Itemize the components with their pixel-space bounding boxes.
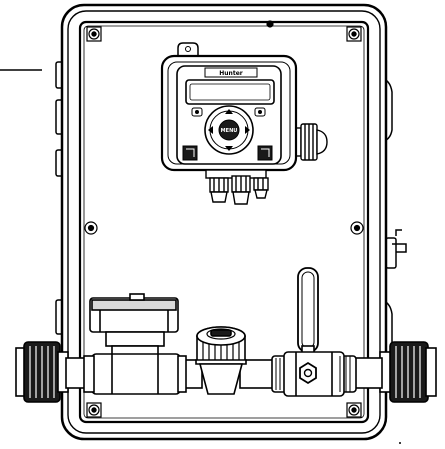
corner-screws bbox=[86, 26, 362, 418]
solenoid-valve bbox=[83, 293, 187, 395]
right-union-coupling bbox=[379, 341, 437, 403]
enclosure-rim bbox=[67, 10, 381, 434]
pipe-right bbox=[353, 357, 383, 389]
nav-up-icon[interactable] bbox=[225, 109, 233, 114]
corner-button-left[interactable] bbox=[182, 145, 198, 161]
lcd-display bbox=[185, 79, 275, 105]
padlock-hasp bbox=[385, 229, 407, 269]
bottom-cable-glands bbox=[205, 169, 269, 205]
corner-mark bbox=[399, 442, 401, 444]
nav-right-icon[interactable] bbox=[245, 126, 250, 134]
corner-button-right[interactable] bbox=[257, 145, 273, 161]
controller: Hunter MENU bbox=[160, 42, 328, 205]
corner-buttons bbox=[182, 145, 273, 161]
nav-down-icon[interactable] bbox=[225, 146, 233, 151]
nav-left-icon[interactable] bbox=[208, 126, 213, 134]
plumbing-assembly bbox=[15, 267, 437, 403]
brand-label: Hunter bbox=[219, 70, 243, 77]
ball-valve bbox=[271, 267, 357, 397]
function-buttons bbox=[191, 107, 266, 117]
filter bbox=[195, 326, 247, 395]
mounting-screws bbox=[84, 20, 364, 235]
ball-valve-handle[interactable] bbox=[297, 267, 319, 353]
menu-button-label[interactable]: MENU bbox=[221, 128, 238, 134]
navigation-pad: MENU bbox=[204, 105, 254, 155]
left-union-coupling bbox=[15, 341, 69, 403]
